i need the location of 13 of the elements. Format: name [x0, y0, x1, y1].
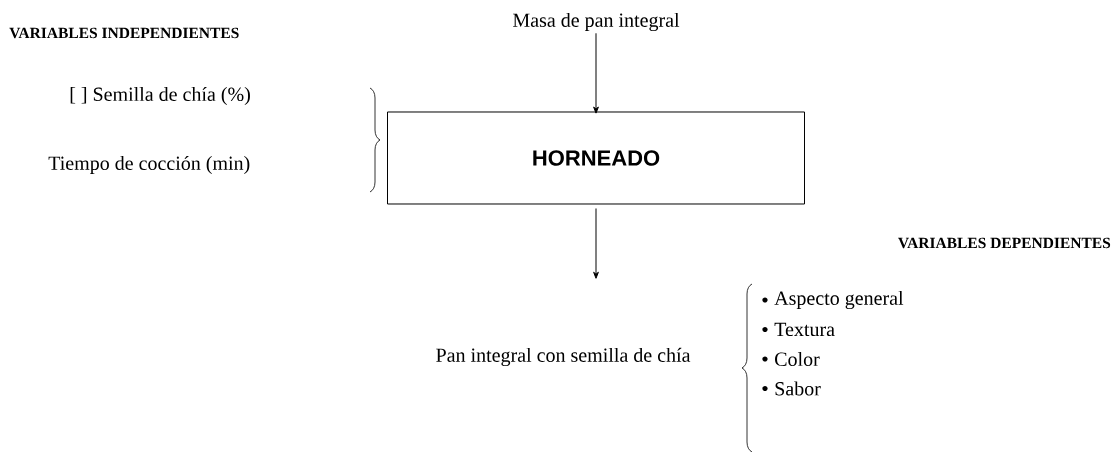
variable-label: Aspecto general [774, 290, 904, 310]
variable-label: [ ] Semilla de chía (%) [70, 86, 250, 106]
heading: VARIABLES INDEPENDIENTES [9, 27, 239, 39]
variable-label: Textura [774, 322, 835, 337]
variable-label: Color [775, 351, 820, 366]
process-box: HORNEADO [387, 111, 805, 205]
node-text: Masa de pan integral [513, 12, 680, 32]
arrow [593, 208, 599, 279]
variable-label: Tiempo de cocción (min) [48, 155, 250, 175]
arrow [593, 32, 599, 114]
heading: VARIABLES DEPENDIENTES [898, 237, 1111, 249]
variable-label: Sabor [775, 381, 821, 396]
node-text: Pan integral con semilla de chía [436, 347, 691, 367]
